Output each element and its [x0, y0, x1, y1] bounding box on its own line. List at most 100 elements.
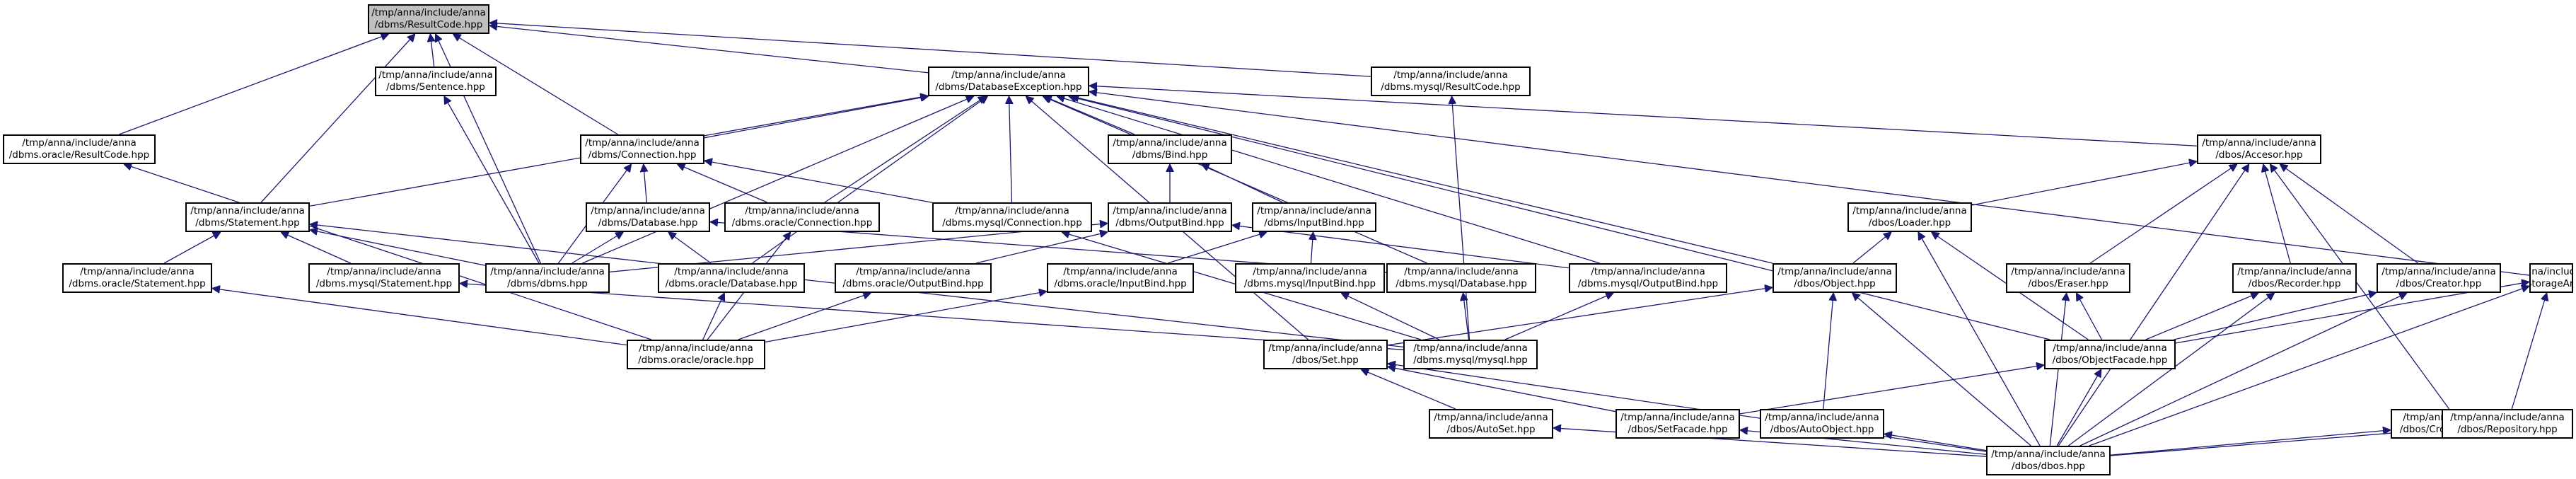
node-file: /dbos/Loader.hpp	[1868, 217, 1951, 229]
edge-mysql_mysql-to-mysql_statement	[460, 284, 1404, 350]
node-dbos-repository[interactable]: /tmp/anna/include/anna /dbos/Repository.…	[2442, 409, 2573, 439]
node-dbms-databaseexception[interactable]: /tmp/anna/include/anna /dbms/DatabaseExc…	[928, 67, 1089, 96]
node-dbms-resultcode[interactable]: /tmp/anna/include/anna /dbms/ResultCode.…	[368, 4, 489, 34]
node-path: /tmp/anna/include/anna	[1620, 412, 1735, 423]
node-dbms-mysql-resultcode[interactable]: /tmp/anna/include/anna /dbms.mysql/Resul…	[1371, 67, 1531, 96]
node-path: /tmp/anna/include/anna	[2237, 266, 2352, 277]
node-dbos-loader[interactable]: /tmp/anna/include/anna /dbos/Loader.hpp	[1847, 202, 1972, 232]
node-dbms-statement[interactable]: /tmp/anna/include/anna /dbms/Statement.h…	[185, 202, 310, 232]
node-file: /dbms.mysql/Database.hpp	[1396, 278, 1527, 289]
node-path: /tmp/anna/include/anna	[1113, 205, 1227, 217]
node-file: /dbms/InputBind.hpp	[1264, 217, 1364, 229]
node-path: /tmp/anna/include/anna	[1404, 266, 1519, 277]
node-dbms-mysql-inputbind[interactable]: /tmp/anna/include/anna /dbms.mysql/Input…	[1235, 263, 1385, 293]
edge-dbexception-to-resultcode	[489, 25, 929, 74]
edge-dbms-to-statement	[310, 230, 486, 266]
node-path: /tmp/anna/include/anna	[951, 69, 1066, 81]
node-path: /tmp/anna/include/anna	[2381, 266, 2496, 277]
node-dbms-connection[interactable]: /tmp/anna/include/anna /dbms/Connection.…	[580, 134, 704, 164]
node-file: /dbms.mysql/Statement.hpp	[315, 278, 453, 289]
edge-objectfacade-to-creator	[2174, 292, 2377, 340]
node-file: /dbms.oracle/Statement.hpp	[69, 278, 206, 289]
node-dbms-oracle-database[interactable]: /tmp/anna/include/anna /dbms.oracle/Data…	[658, 263, 805, 293]
node-dbos-recorder[interactable]: /tmp/anna/include/anna /dbos/Recorder.hp…	[2232, 263, 2357, 293]
edge-oracle_oracle-to-oracle_outputbind	[738, 293, 871, 340]
edge-mysql_mysql-to-mysql_outputbind	[1504, 293, 1613, 340]
node-dbms-oracle-resultcode[interactable]: /tmp/anna/include/anna /dbms.oracle/Resu…	[3, 134, 156, 164]
node-dbms-oracle-inputbind[interactable]: /tmp/anna/include/anna /dbms.oracle/Inpu…	[1047, 263, 1194, 293]
node-file: /dbos/Recorder.hpp	[2248, 278, 2341, 289]
edge-oracle_oracle-to-oracle_database	[702, 293, 725, 340]
edge-mysql_mysql-to-mysql_resultcode	[1452, 96, 1470, 340]
edge-objectfacade-to-eraser	[2076, 293, 2103, 340]
node-dbos-objectfacade[interactable]: /tmp/anna/include/anna /dbos/ObjectFacad…	[2044, 340, 2176, 369]
node-dbms-sentence[interactable]: /tmp/anna/include/anna /dbms/Sentence.hp…	[375, 67, 497, 96]
edge-dbos-to-crossedloader	[2110, 430, 2391, 456]
node-file: /dbms.oracle/Database.hpp	[665, 278, 798, 289]
node-dbms-dbms[interactable]: /tmp/anna/include/anna /dbms/dbms.hpp	[485, 263, 610, 293]
node-dbms-oracle-oracle[interactable]: /tmp/anna/include/anna /dbms.oracle/orac…	[627, 340, 765, 369]
edge-objectfacade-to-recorder	[2145, 293, 2259, 340]
node-file: /dbms/ResultCode.hpp	[374, 19, 483, 30]
edge-oracle_oracle-to-oracle_inputbind	[765, 292, 1047, 342]
node-dbms-oracle-connection[interactable]: /tmp/anna/include/anna /dbms.oracle/Conn…	[724, 202, 880, 232]
node-dbms-mysql-mysql[interactable]: /tmp/anna/include/anna /dbms.mysql/mysql…	[1403, 340, 1538, 369]
node-dbms-mysql-database[interactable]: /tmp/anna/include/anna /dbms.mysql/Datab…	[1386, 263, 1536, 293]
node-dbos-setfacade[interactable]: /tmp/anna/include/anna /dbos/SetFacade.h…	[1615, 409, 1740, 439]
node-dbms-mysql-connection[interactable]: /tmp/anna/include/anna /dbms.mysql/Conne…	[932, 202, 1092, 232]
edge-connection-to-dbexception	[704, 96, 929, 139]
node-dbos-autoobject[interactable]: /tmp/anna/include/anna /dbos/AutoObject.…	[1760, 409, 1884, 439]
node-dbms-oracle-statement[interactable]: /tmp/anna/include/anna /dbms.oracle/Stat…	[62, 263, 212, 293]
edge-autoobject-to-object	[1823, 293, 1833, 410]
node-file: /dbos/Eraser.hpp	[2028, 278, 2108, 289]
edge-dbos-to-autoobject	[1884, 434, 1987, 451]
node-path: /tmp/anna/include/anna	[1393, 69, 1508, 81]
edge-object-to-loader	[1852, 232, 1891, 264]
node-dbms-outputbind[interactable]: /tmp/anna/include/anna /dbms/OutputBind.…	[1108, 202, 1232, 232]
node-path: /tmp/anna/include/anna	[80, 266, 195, 277]
node-file: /dbos/dbos.hpp	[2012, 461, 2085, 472]
node-file: /dbms.oracle/OutputBind.hpp	[842, 278, 984, 289]
node-path: /tmp/anna/include/anna	[2202, 137, 2316, 149]
edge-database-to-connection	[644, 164, 647, 203]
node-dbms-mysql-outputbind[interactable]: /tmp/anna/include/anna /dbms.mysql/Outpu…	[1569, 263, 1727, 293]
edge-crossedloader-to-accesor	[2270, 164, 2450, 410]
node-dbms-database[interactable]: /tmp/anna/include/anna /dbms/Database.hp…	[586, 202, 710, 232]
node-dbms-bind[interactable]: /tmp/anna/include/anna /dbms/Bind.hpp	[1108, 134, 1232, 164]
node-dbos-set[interactable]: /tmp/anna/include/anna /dbos/Set.hpp	[1263, 340, 1388, 369]
node-dbms-inputbind[interactable]: /tmp/anna/include/anna /dbms/InputBind.h…	[1252, 202, 1376, 232]
node-dbos-creator[interactable]: /tmp/anna/include/anna /dbos/Creator.hpp	[2377, 263, 2501, 293]
node-dbos-autoset[interactable]: /tmp/anna/include/anna /dbos/AutoSet.hpp	[1429, 409, 1553, 439]
node-file: /dbms/Database.hpp	[598, 217, 698, 229]
edge-dbms-to-database	[572, 232, 624, 264]
node-path: /tmp/anna/include/anna	[745, 205, 859, 217]
edge-bind-to-dbexception	[1044, 96, 1135, 135]
node-path: /tmp/anna/include/anna	[1852, 205, 1967, 217]
node-file: /dbos/Object.hpp	[1794, 278, 1876, 289]
edge-eraser-to-accesor	[2089, 164, 2237, 264]
node-path: /tmp/anna/include/anna	[22, 137, 137, 149]
node-file: /dbms/Statement.hpp	[195, 217, 300, 229]
edge-setfacade-to-objectfacade	[1739, 365, 2044, 415]
node-dbos-object[interactable]: /tmp/anna/include/anna /dbos/Object.hpp	[1773, 263, 1897, 293]
node-dbos-eraser[interactable]: /tmp/anna/include/anna /dbos/Eraser.hpp	[2006, 263, 2130, 293]
edge-repository-to-storagearea	[2511, 293, 2546, 410]
node-dbms-mysql-statement[interactable]: /tmp/anna/include/anna /dbms.mysql/State…	[308, 263, 460, 293]
node-file: /dbms/Connection.hpp	[588, 149, 697, 161]
edge-creator-to-accesor	[2280, 164, 2419, 264]
node-path: /tmp/anna/include/anna	[1991, 449, 2106, 460]
edge-dbos-to-object	[1852, 293, 2031, 446]
edge-oracle_connection-to-dbexception	[824, 96, 986, 203]
node-dbms-oracle-outputbind[interactable]: /tmp/anna/include/anna /dbms.oracle/Outp…	[835, 263, 992, 293]
edge-oracle_connection-to-connection	[677, 164, 767, 203]
edge-oracle_statement-to-statement	[163, 232, 221, 264]
edge-mysql_mysql-to-mysql_inputbind	[1341, 293, 1440, 340]
node-file: /dbos/Creator.hpp	[2396, 278, 2482, 289]
node-file: /dbms/DatabaseException.hpp	[935, 81, 1082, 93]
node-dbos-accesor[interactable]: /tmp/anna/include/anna /dbos/Accesor.hpp	[2197, 134, 2321, 164]
node-file: /dbms.mysql/Connection.hpp	[942, 217, 1082, 229]
edge-oracle_oracle-to-oracle_resultcode	[124, 164, 652, 340]
node-dbos-dbos[interactable]: /tmp/anna/include/anna /dbos/dbos.hpp	[1986, 446, 2111, 475]
node-dbos-storagearea[interactable]: /tmp/anna/include/anna /dbos/StorageArea…	[2529, 263, 2573, 293]
edge-layer	[119, 23, 2546, 457]
